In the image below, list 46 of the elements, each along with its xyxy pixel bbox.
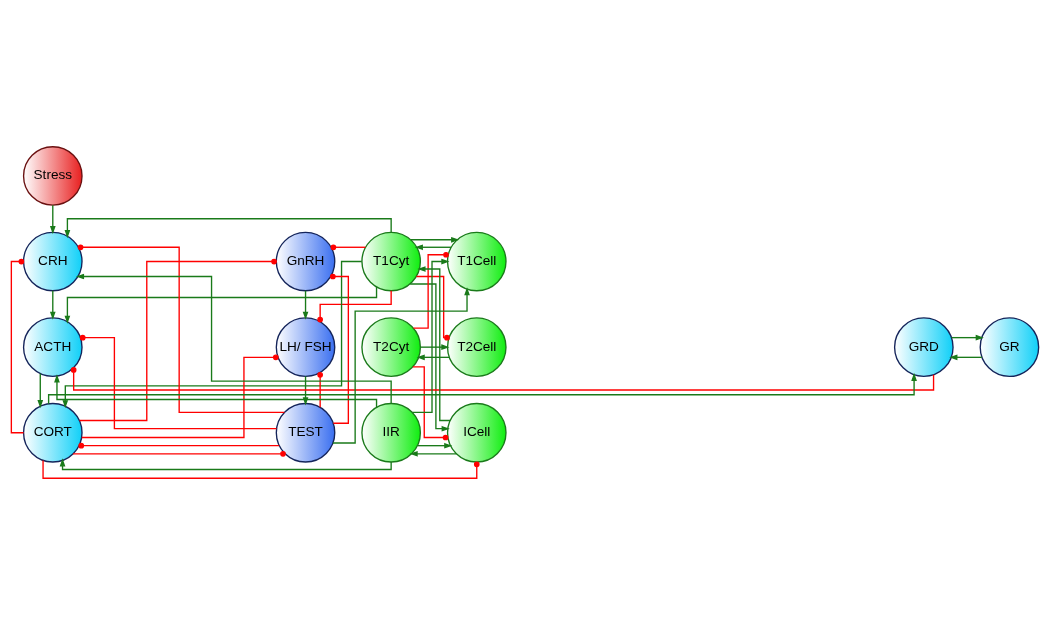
arrow <box>411 258 450 413</box>
arrow <box>409 450 458 457</box>
connector <box>81 354 279 438</box>
arrow <box>64 285 378 324</box>
node-circle: IIR <box>361 402 422 463</box>
connector <box>79 334 278 429</box>
connector <box>317 371 323 408</box>
arrow <box>410 236 460 243</box>
node-circle: GRD <box>893 316 954 377</box>
arrow <box>414 243 452 250</box>
arrow <box>47 372 917 404</box>
connector <box>317 289 392 322</box>
arrow <box>417 265 451 421</box>
node-circle: Stress <box>22 145 83 206</box>
connector <box>42 459 480 479</box>
arrow <box>950 334 984 340</box>
arrow <box>49 204 56 234</box>
node-circle: T2Cyt <box>361 316 422 377</box>
arrow <box>59 457 392 470</box>
connector <box>72 450 286 457</box>
arrow <box>54 373 378 408</box>
arrow <box>62 260 363 408</box>
connector <box>412 251 449 329</box>
arrow <box>409 282 450 432</box>
connector <box>330 243 367 250</box>
connector <box>412 365 449 440</box>
connector <box>78 258 277 421</box>
arrow <box>75 273 392 404</box>
arrow <box>302 375 309 405</box>
node-circle: T1Cell <box>446 231 507 291</box>
arrow <box>416 442 453 449</box>
arrow <box>419 343 450 350</box>
arrow <box>302 289 309 320</box>
node-circle: TEST <box>275 402 336 463</box>
arrow <box>49 289 56 320</box>
connector <box>77 243 286 413</box>
arrow <box>64 217 392 238</box>
connector <box>70 366 935 391</box>
connector <box>78 442 280 448</box>
arrow <box>416 354 450 360</box>
connector <box>330 273 350 424</box>
node-circle: GR <box>979 316 1040 377</box>
arrow <box>332 286 470 444</box>
arrow <box>37 372 44 408</box>
connector <box>415 275 450 340</box>
arrow <box>949 354 983 360</box>
